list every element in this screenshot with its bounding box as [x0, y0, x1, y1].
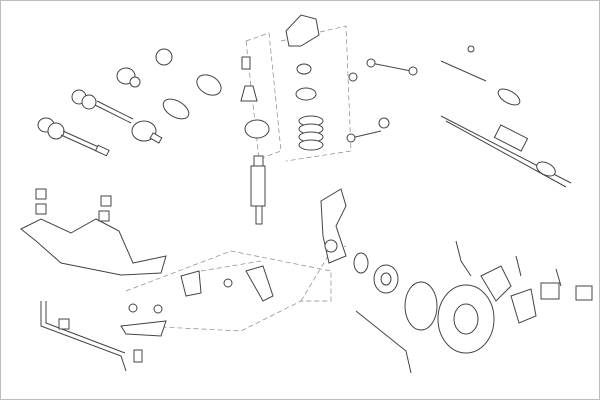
- brake-disc: [404, 281, 495, 354]
- control-arm: [120, 265, 274, 337]
- subframe: [20, 188, 167, 276]
- shock-absorber: [240, 56, 270, 225]
- steering-knuckle: [320, 188, 347, 264]
- brake-caliper: [480, 265, 537, 324]
- leader-lines: [125, 25, 352, 332]
- anti-roll-bar: [40, 301, 143, 372]
- abs-sensor: [355, 240, 562, 374]
- control-arm: [346, 58, 418, 143]
- coil-spring: [298, 115, 324, 151]
- brake-pads: [540, 282, 593, 301]
- drive-shaft: [71, 89, 163, 144]
- steering-rack: [440, 115, 572, 188]
- strut-mount: [285, 14, 320, 101]
- drive-shaft: [37, 117, 110, 157]
- wheel-hub: [353, 252, 399, 294]
- tie-rod: [440, 45, 521, 106]
- cv-joint-boot: [116, 48, 222, 120]
